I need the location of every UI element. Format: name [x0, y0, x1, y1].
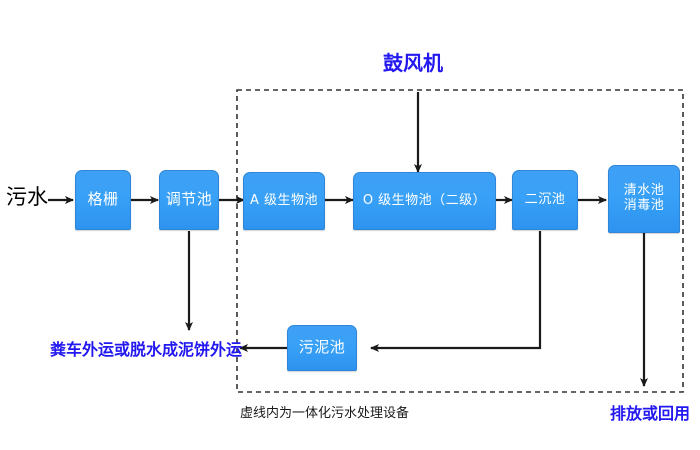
node-sludge-tank-label: 污泥池 — [298, 338, 346, 357]
node-a-stage-bioreactor[interactable]: A 级生物池 — [243, 172, 325, 230]
node-regulating-tank[interactable]: 调节池 — [159, 170, 219, 230]
node-o-stage-bioreactor[interactable]: O 级生物池（二级） — [353, 172, 496, 230]
node-secondary-clarifier[interactable]: 二沉池 — [512, 170, 578, 230]
node-secondary-clarifier-label: 二沉池 — [524, 191, 566, 207]
arrow-secondary-to-sludge — [370, 231, 542, 352]
node-regulating-tank-label: 调节池 — [165, 190, 213, 209]
integrated-equipment-boundary — [236, 89, 684, 393]
node-clearwater-tank-label: 清水池 — [623, 183, 665, 199]
node-sludge-tank[interactable]: 污泥池 — [287, 325, 357, 371]
node-o-stage-bioreactor-label: O 级生物池（二级） — [362, 192, 487, 208]
label-discharge-or-reuse: 排放或回用 — [610, 404, 691, 423]
node-clearwater-disinfection-tank[interactable]: 清水池 消毒池 — [608, 165, 680, 233]
label-influent-wastewater: 污水 — [6, 185, 48, 209]
label-dashed-box-caption: 虚线内为一体化污水处理设备 — [240, 406, 410, 421]
label-blower: 鼓风机 — [383, 51, 443, 75]
node-grid-label: 格栅 — [87, 190, 119, 209]
node-a-stage-bioreactor-label: A 级生物池 — [249, 192, 319, 208]
node-grid[interactable]: 格栅 — [75, 170, 131, 230]
label-sludge-disposal: 粪车外运或脱水成泥饼外运 — [50, 340, 243, 359]
node-disinfection-tank-label: 消毒池 — [623, 198, 665, 213]
